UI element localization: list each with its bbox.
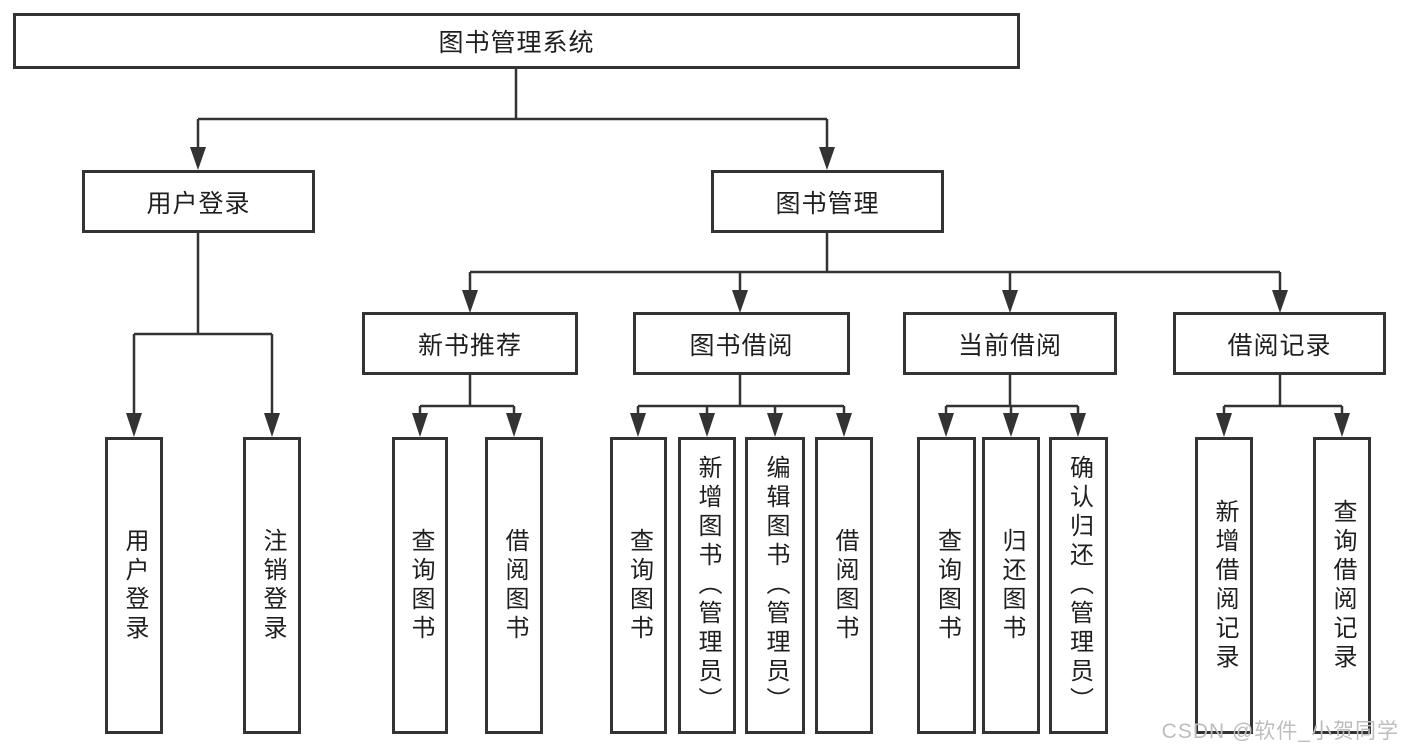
arrow-head xyxy=(1272,290,1288,313)
leaf-return-books: 归还图书 xyxy=(982,437,1040,734)
leaf-logout: 注销登录 xyxy=(243,437,301,734)
arrow-head xyxy=(630,413,646,437)
leaf-query-books-2: 查询图书 xyxy=(610,437,667,734)
arrow-head xyxy=(732,290,748,313)
arrow-head xyxy=(1002,290,1018,313)
connector-root-to-level2 xyxy=(196,69,829,150)
leaf-confirm-return-admin: 确认归还（管理员） xyxy=(1049,437,1108,734)
arrow-head xyxy=(412,413,428,437)
leaf-query-books-3: 查询图书 xyxy=(917,437,976,734)
arrow-head xyxy=(699,413,715,437)
node-root-system: 图书管理系统 xyxy=(13,13,1020,69)
arrow-head xyxy=(1334,413,1350,437)
connector-book-mgmt-to-level3 xyxy=(468,233,1282,292)
arrow-head xyxy=(126,413,142,437)
leaf-add-book-admin: 新增图书（管理员） xyxy=(678,437,736,734)
connector-borrow-records-to-leaves xyxy=(1222,375,1344,415)
node-user-login: 用户登录 xyxy=(82,170,315,233)
connector-book-borrow-to-leaves xyxy=(636,375,846,415)
arrow-head xyxy=(1216,413,1232,437)
connector-new-book-to-leaves xyxy=(418,375,516,415)
arrow-head xyxy=(1003,413,1019,437)
arrow-head xyxy=(938,413,954,437)
arrow-head xyxy=(190,147,206,170)
leaf-add-borrow-record: 新增借阅记录 xyxy=(1195,437,1253,734)
connector-current-borrow-to-leaves xyxy=(944,375,1080,415)
leaf-borrow-books-1: 借阅图书 xyxy=(485,437,543,734)
arrow-head xyxy=(462,290,478,313)
arrow-head xyxy=(264,413,280,437)
arrow-head xyxy=(767,413,783,437)
csdn-watermark: CSDN @软件_小贺同学 xyxy=(1161,720,1399,743)
leaf-edit-book-admin: 编辑图书（管理员） xyxy=(745,437,805,734)
arrow-head xyxy=(836,413,852,437)
leaf-borrow-books-2: 借阅图书 xyxy=(815,437,873,734)
node-borrow-records: 借阅记录 xyxy=(1173,312,1386,375)
arrow-head xyxy=(1070,413,1086,437)
node-book-borrowing: 图书借阅 xyxy=(633,312,850,375)
arrow-head xyxy=(819,147,835,170)
arrow-head xyxy=(506,413,522,437)
node-new-book-recommend: 新书推荐 xyxy=(362,312,578,375)
leaf-user-login: 用户登录 xyxy=(105,437,163,734)
leaf-query-borrow-record: 查询借阅记录 xyxy=(1313,437,1371,734)
leaf-query-books-1: 查询图书 xyxy=(392,437,448,734)
node-current-borrowing: 当前借阅 xyxy=(903,312,1117,375)
node-book-management: 图书管理 xyxy=(711,170,944,233)
connector-user-login-to-leaves xyxy=(132,233,274,416)
